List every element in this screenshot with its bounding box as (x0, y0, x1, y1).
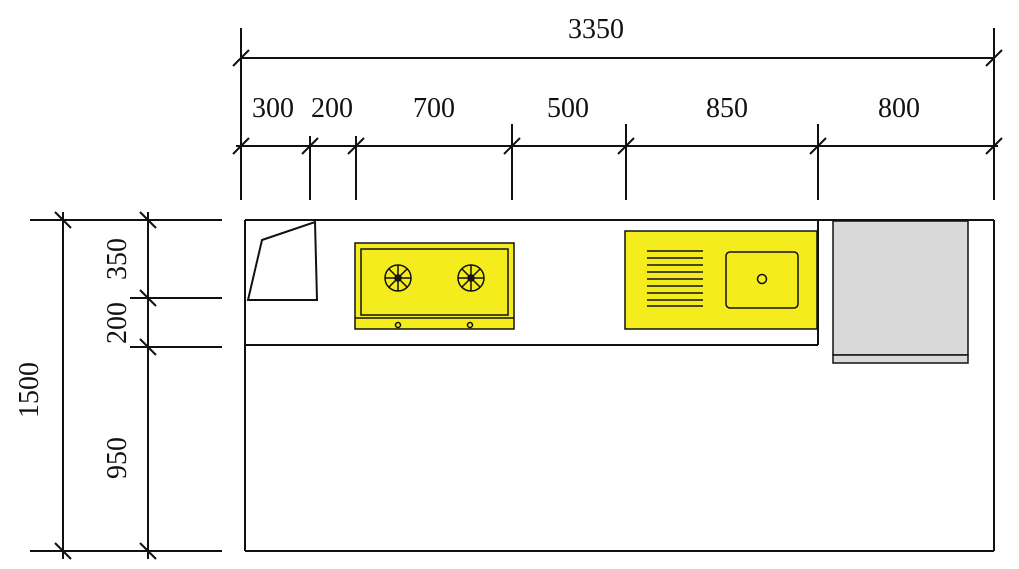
corner-unit-shape (246, 220, 319, 301)
cooktop-surface (360, 248, 509, 316)
tick-mark (54, 542, 72, 560)
tick-mark (232, 137, 250, 155)
overall-width-label: 3350 (568, 14, 624, 45)
tick-mark (54, 211, 72, 229)
knob-icon (394, 321, 402, 329)
top-dimension-group: 3350 300 200 700 500 850 800 (232, 14, 1003, 200)
refrigerator-body (832, 220, 969, 356)
tick-mark (232, 49, 250, 67)
tick-mark (139, 289, 157, 307)
tick-mark (301, 137, 319, 155)
sink-body (624, 230, 818, 330)
tick-mark (985, 49, 1003, 67)
side-segment-label: 350 (102, 238, 133, 280)
tick-mark (139, 211, 157, 229)
drain-icon (756, 273, 768, 285)
refrigerator-door-edge (832, 354, 969, 364)
cooktop-body (354, 242, 515, 330)
tick-mark (139, 338, 157, 356)
refrigerator (832, 220, 969, 364)
tick-mark (809, 137, 827, 155)
segment-label: 500 (547, 93, 589, 124)
tick-mark (139, 542, 157, 560)
segment-label: 700 (413, 93, 455, 124)
room-outline (244, 219, 995, 552)
side-dimension-group: 1500 350 200 950 (14, 211, 222, 560)
burner-icon (384, 264, 412, 292)
cooktop (354, 242, 515, 330)
side-segment-label: 950 (102, 437, 133, 479)
countertop (245, 220, 819, 346)
segment-label: 200 (311, 93, 353, 124)
sink (624, 230, 818, 330)
segment-label: 850 (706, 93, 748, 124)
tick-mark (347, 137, 365, 155)
overall-depth-label: 1500 (14, 362, 45, 418)
segment-label: 800 (878, 93, 920, 124)
burner-icon (457, 264, 485, 292)
knob-icon (466, 321, 474, 329)
tick-mark (985, 137, 1003, 155)
tick-mark (503, 137, 521, 155)
segment-label: 300 (252, 93, 294, 124)
drainboard-icon (647, 250, 703, 307)
side-segment-label: 200 (102, 302, 133, 344)
sink-basin (725, 251, 799, 309)
tick-mark (617, 137, 635, 155)
corner-unit (246, 220, 319, 301)
